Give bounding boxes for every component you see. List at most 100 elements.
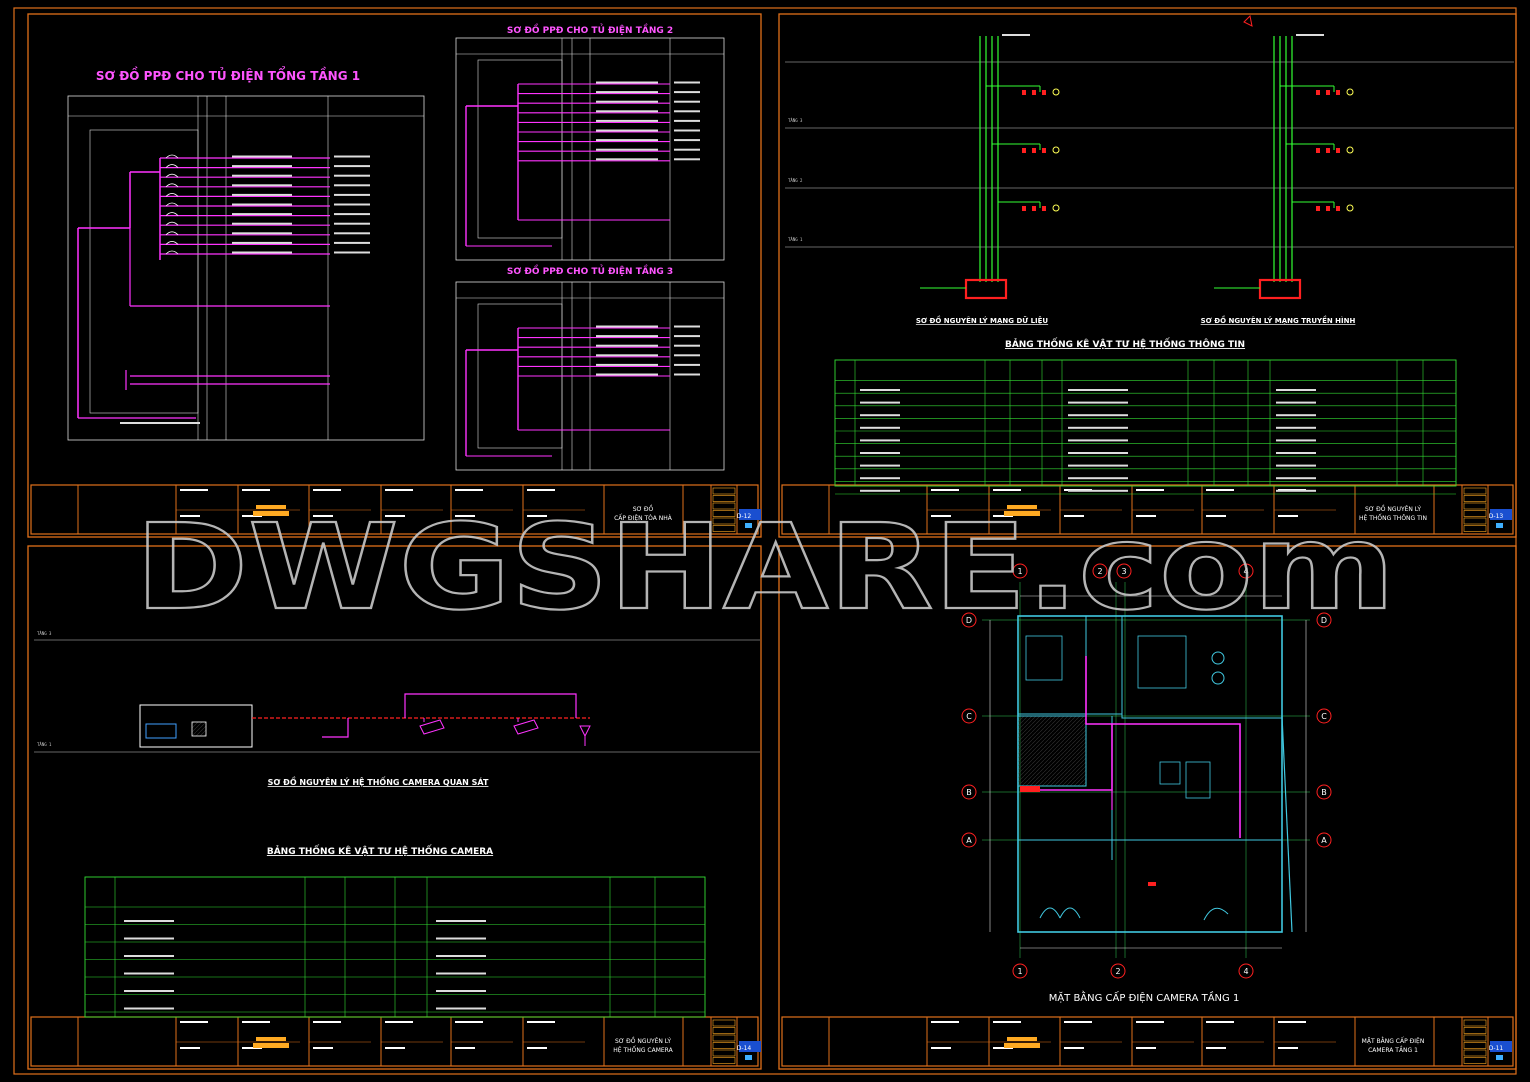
pd-load-text bbox=[334, 222, 370, 225]
tb-rev-cell bbox=[1463, 525, 1487, 532]
pd-floor-text bbox=[596, 119, 658, 122]
sheet-d11-camera-floorplan bbox=[982, 582, 1310, 958]
outlet-mark bbox=[1336, 148, 1340, 153]
floor-label-2: TẦNG 2 bbox=[788, 178, 803, 183]
comm-table-text bbox=[1276, 489, 1316, 492]
tb-d11-code: D-11 bbox=[1489, 1045, 1504, 1052]
pd-floor-text bbox=[596, 129, 658, 132]
pd-floor-text bbox=[674, 344, 700, 347]
pd-load-text bbox=[334, 232, 370, 235]
antenna-icon bbox=[1243, 14, 1253, 27]
cam-table-text bbox=[436, 1007, 486, 1010]
tb-rev-cell bbox=[712, 502, 736, 510]
grid-bubble-a-left-label: A bbox=[966, 836, 972, 845]
pd-breaker bbox=[165, 221, 179, 226]
comm-table-text bbox=[1276, 477, 1316, 480]
pd-breaker bbox=[165, 231, 179, 236]
tb-text-bar bbox=[1064, 1021, 1092, 1023]
outlet-mark bbox=[1042, 206, 1046, 211]
grid-bubble-4-top bbox=[1238, 563, 1254, 579]
comm-table-text bbox=[1068, 464, 1128, 467]
floor-label-1: TẦNG 1 bbox=[788, 237, 803, 242]
outer-frame bbox=[13, 7, 1517, 1075]
plan-tv bbox=[1159, 761, 1181, 785]
title-d14-camera-diagram: SƠ ĐỒ NGUYÊN LÝ HỆ THỐNG CAMERA QUAN SÁT bbox=[268, 775, 489, 787]
grid-bubble-b-left-label: B bbox=[966, 788, 972, 797]
pd-floor-panel bbox=[477, 59, 563, 239]
comm-table-text bbox=[1276, 401, 1316, 404]
plan-sofa bbox=[1185, 761, 1211, 799]
tb-text-bar bbox=[1278, 1047, 1298, 1049]
pd-cable-text bbox=[232, 165, 292, 168]
pd-load-text bbox=[334, 213, 370, 216]
outlet-mark bbox=[1042, 90, 1046, 95]
cam-cable bbox=[322, 718, 349, 738]
outlet-symbol bbox=[1346, 88, 1354, 96]
tb-code-mark bbox=[1496, 523, 1503, 528]
plan-door-arcs bbox=[1039, 907, 1081, 919]
pd-floor-text bbox=[596, 335, 658, 338]
grid-bubble-1-bottom bbox=[1012, 963, 1028, 979]
pd-floor-text bbox=[674, 129, 700, 132]
grid-bubble-2-top-label: 2 bbox=[1097, 567, 1102, 576]
pd-cable-text bbox=[232, 213, 292, 216]
tb-code-box bbox=[1490, 1041, 1512, 1052]
cam-table-text bbox=[436, 955, 486, 957]
outlet-mark bbox=[1022, 90, 1026, 95]
tb-text-bar bbox=[180, 489, 208, 491]
comm-table-text bbox=[860, 389, 900, 391]
pd-floor-text bbox=[674, 139, 700, 142]
pd-floor-text bbox=[674, 100, 700, 103]
pd-cable-text bbox=[232, 174, 292, 177]
pd-cable-text bbox=[232, 241, 292, 244]
tb-text-bar bbox=[313, 1021, 341, 1023]
grid-bubble-a-right-label: A bbox=[1321, 836, 1327, 845]
pd-floor-text bbox=[674, 158, 700, 161]
pd-floor-text bbox=[596, 81, 658, 84]
grid-bubble-d-left bbox=[961, 612, 977, 628]
cam-monitor bbox=[145, 723, 177, 739]
cam-rack-box bbox=[139, 704, 253, 748]
pd-floor-text bbox=[674, 91, 700, 94]
grid-bubble-c-left bbox=[961, 708, 977, 724]
tb-text-bar bbox=[455, 515, 475, 517]
cam-floor-label-1: TẦNG 1 bbox=[37, 742, 52, 747]
outlet-symbol bbox=[1346, 146, 1354, 154]
plan-chair bbox=[1211, 671, 1225, 685]
pd-floor-text bbox=[674, 119, 700, 122]
pd-load-text bbox=[334, 155, 370, 158]
tb-orange-mark bbox=[1007, 1037, 1037, 1041]
tb-text-bar bbox=[180, 1047, 200, 1049]
comm-table-text bbox=[860, 414, 900, 417]
tb-text-bar bbox=[455, 489, 483, 491]
pd-load-text bbox=[334, 241, 370, 244]
outlet-mark bbox=[1336, 206, 1340, 211]
pd-breaker bbox=[165, 183, 179, 188]
pd-breaker bbox=[165, 154, 179, 159]
pd-floor-text bbox=[596, 158, 658, 161]
tb-text-bar bbox=[313, 1047, 333, 1049]
plan-dining-table bbox=[1137, 635, 1187, 689]
comm-table-text bbox=[1276, 439, 1316, 442]
outlet-mark bbox=[1032, 148, 1036, 153]
pd-load-text bbox=[334, 165, 370, 168]
pd-panel-box bbox=[89, 129, 199, 414]
pd-floor-text bbox=[596, 373, 658, 376]
grid-bubble-4-bottom-label: 4 bbox=[1243, 967, 1248, 976]
outlet-mark bbox=[1316, 206, 1320, 211]
cam-table-text bbox=[124, 920, 174, 922]
tb-orange-mark bbox=[1004, 511, 1040, 516]
outlet-mark bbox=[1032, 90, 1036, 95]
grid-bubble-b-right bbox=[1316, 784, 1332, 800]
comm-table-text bbox=[860, 452, 900, 454]
tb-orange-mark bbox=[1004, 1043, 1040, 1048]
plan-angled-wall bbox=[1281, 715, 1293, 933]
outlet-mark bbox=[1326, 206, 1330, 211]
pd-floor-text bbox=[596, 325, 658, 328]
sheet-d13-network-diagram bbox=[785, 14, 1514, 495]
cam-table-text bbox=[124, 1007, 174, 1010]
grid-bubble-d-right-label: D bbox=[1321, 616, 1327, 625]
riser-label bbox=[1002, 34, 1030, 36]
plan-chair bbox=[1211, 651, 1225, 665]
